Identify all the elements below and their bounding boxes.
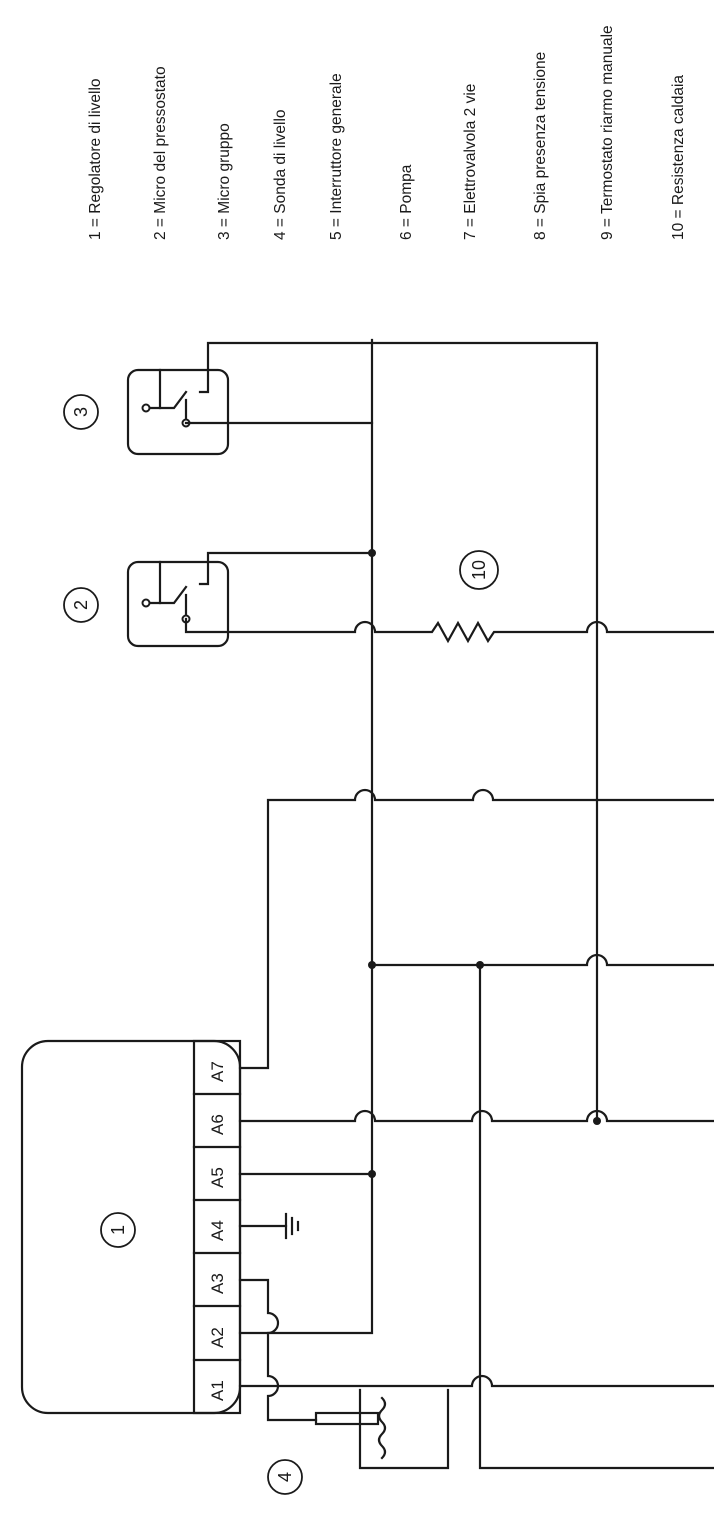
callout-10: 10	[459, 550, 499, 590]
legend: 1 = Regolatore di livello 2 = Micro del …	[87, 25, 687, 240]
terminal-a1: A1	[208, 1380, 227, 1401]
callout-3: 3	[63, 394, 99, 430]
svg-text:3: 3	[71, 407, 91, 417]
legend-item-3: 3 = Micro gruppo	[216, 123, 233, 240]
switch-3-micro-gruppo	[126, 368, 230, 456]
wire-switch2-pole	[206, 551, 374, 564]
water-surface	[377, 1396, 387, 1460]
switch-3-pole	[146, 368, 162, 410]
terminal-a3: A3	[208, 1273, 227, 1294]
legend-item-4: 4 = Sonda di livello	[272, 109, 289, 240]
wire-a6	[238, 1109, 714, 1123]
callout-4: 4	[267, 1459, 303, 1495]
legend-item-7: 7 = Elettrovalvola 2 vie	[462, 84, 479, 240]
wire-a3	[238, 1278, 318, 1422]
terminal-a4: A4	[208, 1220, 227, 1241]
switch-3-blade	[158, 390, 188, 410]
svg-text:4: 4	[275, 1472, 295, 1482]
wiring	[184, 338, 714, 1470]
terminal-a5: A5	[208, 1167, 227, 1188]
wire-resistor	[184, 617, 714, 644]
wire-vertical-480	[478, 963, 714, 1470]
legend-item-10: 10 = Resistenza caldaia	[670, 75, 687, 240]
callout-2: 2	[63, 587, 99, 623]
junction-dots	[368, 549, 601, 1178]
svg-text:2: 2	[71, 600, 91, 610]
legend-item-6: 6 = Pompa	[398, 164, 415, 240]
legend-item-9: 9 = Termostato riarmo manuale	[599, 25, 616, 240]
switch-2-micro-pressostato	[126, 560, 230, 648]
terminal-a6: A6	[208, 1114, 227, 1135]
probe-tank	[314, 1388, 450, 1470]
wire-a1	[238, 1374, 714, 1388]
switch-2-box	[126, 560, 230, 648]
tank-outline	[358, 1388, 450, 1470]
terminal-a2: A2	[208, 1327, 227, 1348]
legend-item-8: 8 = Spia presenza tensione	[532, 52, 549, 240]
legend-item-1: 1 = Regolatore di livello	[87, 78, 104, 240]
svg-text:1: 1	[108, 1225, 128, 1235]
legend-item-2: 2 = Micro del pressostato	[152, 66, 169, 240]
ground-icon	[238, 1212, 300, 1240]
terminal-a7: A7	[208, 1061, 227, 1082]
wire-a7	[238, 788, 714, 1070]
callout-1: 1	[100, 1212, 136, 1248]
probe-rod	[314, 1411, 380, 1426]
wire-junction-965	[370, 953, 714, 967]
wire-vertical-597	[206, 341, 599, 1123]
switch-3-box	[126, 368, 230, 456]
svg-text:10: 10	[469, 560, 489, 580]
wire-a2	[238, 338, 374, 1335]
legend-item-5: 5 = Interruttore generale	[328, 73, 345, 240]
